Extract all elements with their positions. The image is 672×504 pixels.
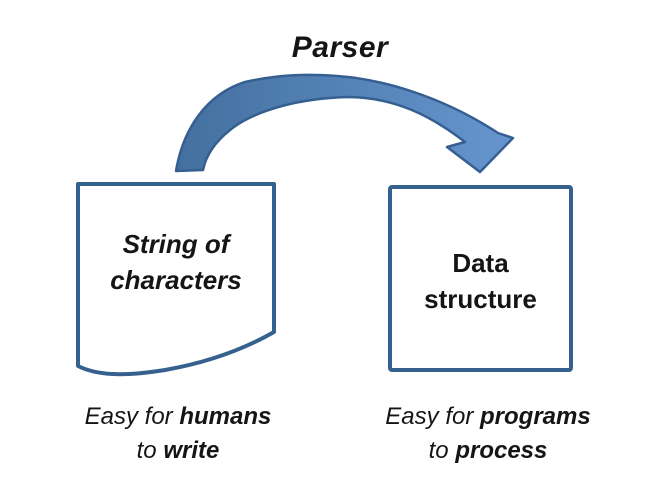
right-caption-normal2: to: [428, 437, 449, 464]
data-label-line2: structure: [424, 284, 537, 314]
right-caption-normal1: Easy for: [385, 403, 474, 430]
right-caption: Easy for programs to process: [350, 400, 626, 468]
string-label-line2: characters: [110, 265, 242, 295]
data-label-line1: Data: [452, 248, 509, 278]
left-caption-normal1: Easy for: [84, 403, 173, 430]
data-structure-label: Data structure: [388, 245, 573, 317]
right-caption-bold2: process: [455, 437, 548, 464]
right-caption-bold1: programs: [480, 403, 591, 430]
left-caption: Easy for humans to write: [40, 400, 316, 468]
document-shape: [76, 182, 276, 377]
left-caption-bold2: write: [163, 437, 220, 464]
curved-arrow-icon: [174, 73, 515, 174]
string-of-characters-label: String of characters: [78, 226, 274, 298]
left-caption-bold1: humans: [179, 403, 272, 430]
string-label-line1: String of: [122, 229, 230, 259]
diagram-title: Parser: [291, 31, 389, 64]
left-caption-normal2: to: [136, 437, 157, 464]
data-structure-box: [388, 185, 573, 372]
